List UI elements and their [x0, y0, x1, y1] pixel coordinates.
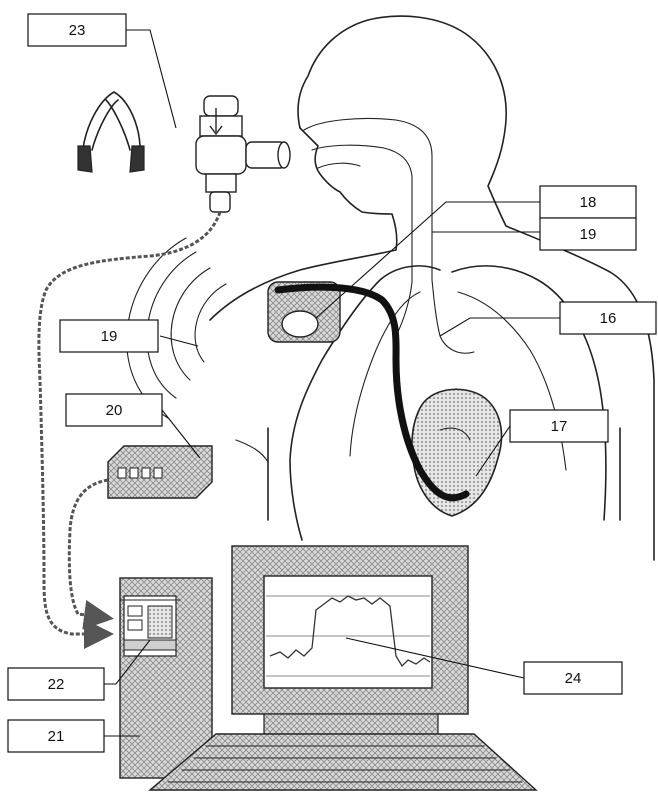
label-19-left-text: 19 — [101, 328, 118, 345]
monitor-icon — [232, 546, 468, 736]
label-19-right-text: 19 — [580, 226, 597, 243]
computer-tower-icon — [120, 578, 212, 778]
label-18: 18 — [540, 186, 636, 218]
receiver-cable — [69, 480, 108, 618]
label-16: 16 — [560, 302, 656, 334]
label-21: 21 — [8, 720, 104, 752]
label-23: 23 — [28, 14, 126, 46]
label-21-text: 21 — [48, 728, 65, 745]
label-22-text: 22 — [48, 676, 65, 693]
label-17-text: 17 — [551, 418, 568, 435]
label-17: 17 — [510, 410, 608, 442]
headphones-icon — [78, 92, 144, 172]
label-16-text: 16 — [600, 310, 617, 327]
label-20-text: 20 — [106, 402, 123, 419]
label-18-text: 18 — [580, 194, 597, 211]
keyboard-icon — [150, 734, 536, 790]
breathing-valve-icon — [196, 96, 290, 212]
transmitter-pad-icon — [127, 238, 340, 418]
label-19-left: 19 — [60, 320, 158, 352]
label-23-text: 23 — [69, 22, 86, 39]
label-24-text: 24 — [565, 670, 582, 687]
label-24: 24 — [524, 662, 622, 694]
label-19-right: 19 — [540, 218, 636, 250]
label-20: 20 — [66, 394, 162, 426]
label-22: 22 — [8, 668, 104, 700]
